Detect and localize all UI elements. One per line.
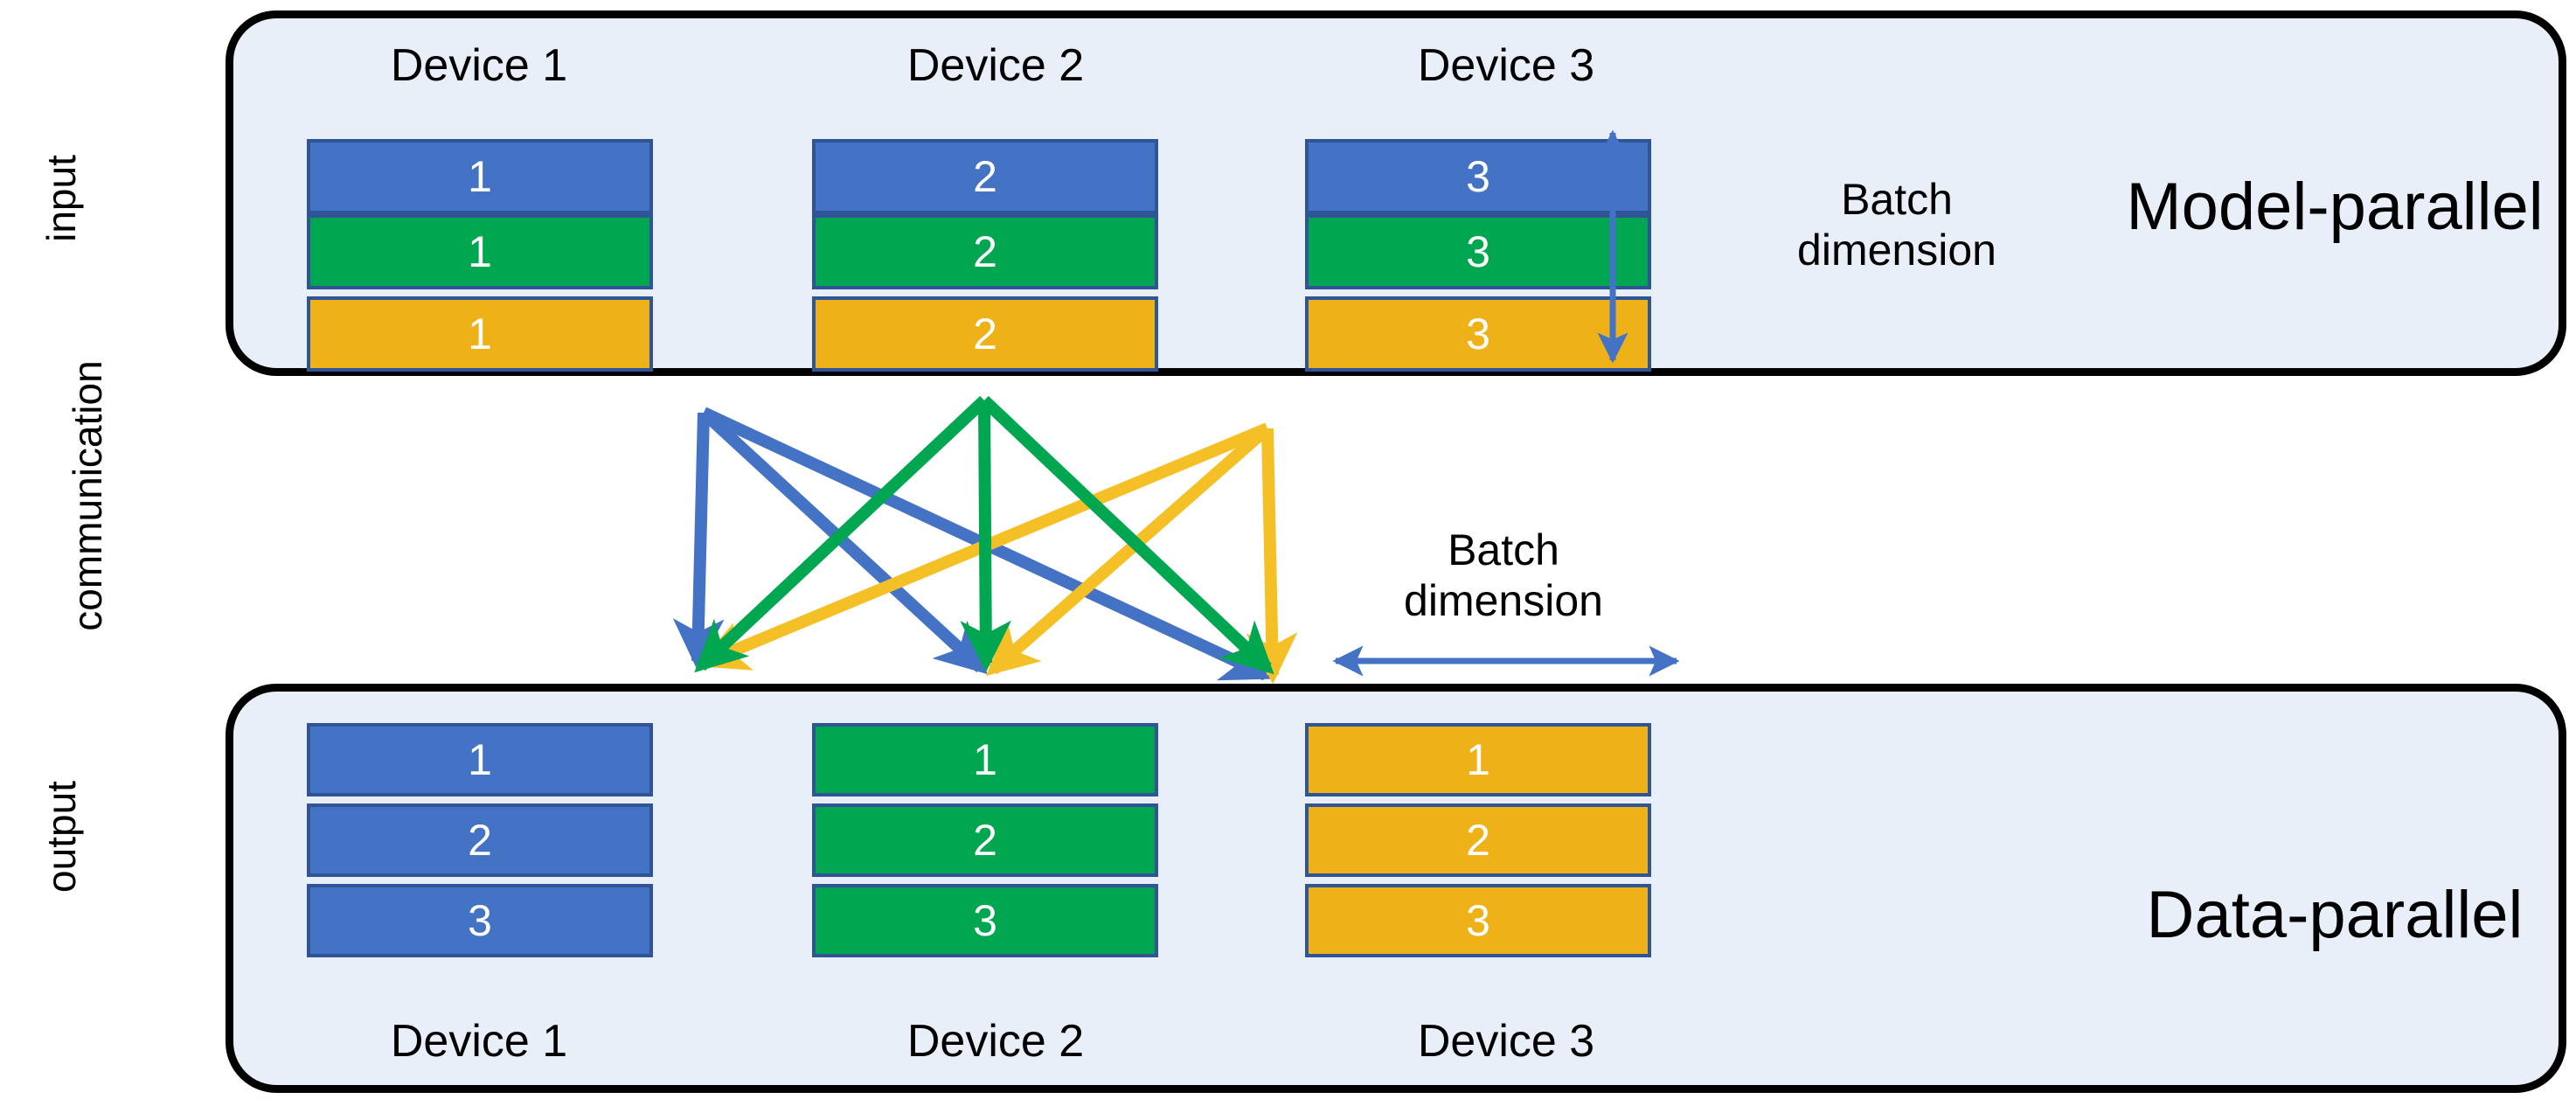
comm-arrow-blue-to-d3	[701, 407, 1274, 681]
bottom-block-d3-1: 1	[1305, 723, 1651, 796]
top-device-title-2: Device 2	[906, 40, 1085, 91]
top-block-d3-yellow: 3	[1305, 296, 1651, 372]
top-batch-dimension-line2: dimension	[1797, 226, 1996, 275]
bottom-block-d2-1: 1	[812, 723, 1158, 796]
top-batch-dimension-label: Batch dimension	[1713, 174, 2080, 275]
top-block-d1-green: 1	[307, 214, 653, 289]
top-block-d2-green: 2	[812, 214, 1158, 289]
bottom-block-d1-3: 3	[307, 884, 653, 957]
top-device-title-1: Device 1	[390, 40, 568, 91]
comm-arrow-yellow-to-d2	[986, 423, 1272, 676]
bottom-block-d3-3: 3	[1305, 884, 1651, 957]
bottom-block-d1-1: 1	[307, 723, 653, 796]
bottom-batch-dimension-label: Batch dimension	[1302, 525, 1705, 626]
top-batch-dimension-line1: Batch	[1841, 175, 1953, 224]
data-parallel-label: Data-parallel	[2146, 878, 2524, 952]
top-block-d3-green: 3	[1305, 214, 1651, 289]
communication-arrows-yellow	[696, 422, 1298, 685]
bottom-block-d1-2: 2	[307, 803, 653, 877]
bottom-block-d2-3: 3	[812, 884, 1158, 957]
top-block-d1-blue: 1	[307, 139, 653, 214]
bottom-block-d3-2: 2	[1305, 803, 1651, 877]
side-label-input: input	[38, 155, 84, 242]
bottom-device-title-3: Device 3	[1417, 1016, 1595, 1067]
comm-arrow-blue-to-d2	[699, 407, 988, 675]
comm-arrow-yellow-to-d1	[696, 422, 1270, 671]
model-parallel-label: Model-parallel	[2126, 170, 2544, 244]
model-parallel-panel: Device 1 Device 2 Device 3 1 1 1 2 2 2 3…	[226, 10, 2566, 376]
top-block-d3-blue: 3	[1305, 139, 1651, 214]
comm-arrow-yellow-to-d3	[1246, 428, 1298, 685]
comm-arrow-blue-to-d1	[672, 412, 725, 671]
top-block-d2-yellow: 2	[812, 296, 1158, 372]
comm-arrow-green-to-d3	[980, 395, 1274, 675]
top-block-d2-blue: 2	[812, 139, 1158, 214]
bottom-device-title-1: Device 1	[390, 1016, 568, 1067]
comm-arrow-green-to-d1	[694, 395, 989, 673]
communication-arrows-green	[694, 395, 1274, 675]
bottom-batch-dimension-line1: Batch	[1448, 525, 1559, 574]
bottom-batch-dimension-line2: dimension	[1404, 576, 1603, 625]
communication-arrows-blue	[672, 407, 1274, 681]
comm-arrow-green-to-d2	[960, 400, 1012, 672]
bottom-device-title-2: Device 2	[906, 1016, 1085, 1067]
top-device-title-3: Device 3	[1417, 40, 1595, 91]
side-label-communication: communication	[65, 360, 110, 631]
side-label-output: output	[38, 781, 84, 893]
top-block-d1-yellow: 1	[307, 296, 653, 372]
bottom-block-d2-2: 2	[812, 803, 1158, 877]
data-parallel-panel: 1 2 3 1 2 3 1 2 3 Device 1 Device 2 Devi…	[226, 684, 2566, 1093]
